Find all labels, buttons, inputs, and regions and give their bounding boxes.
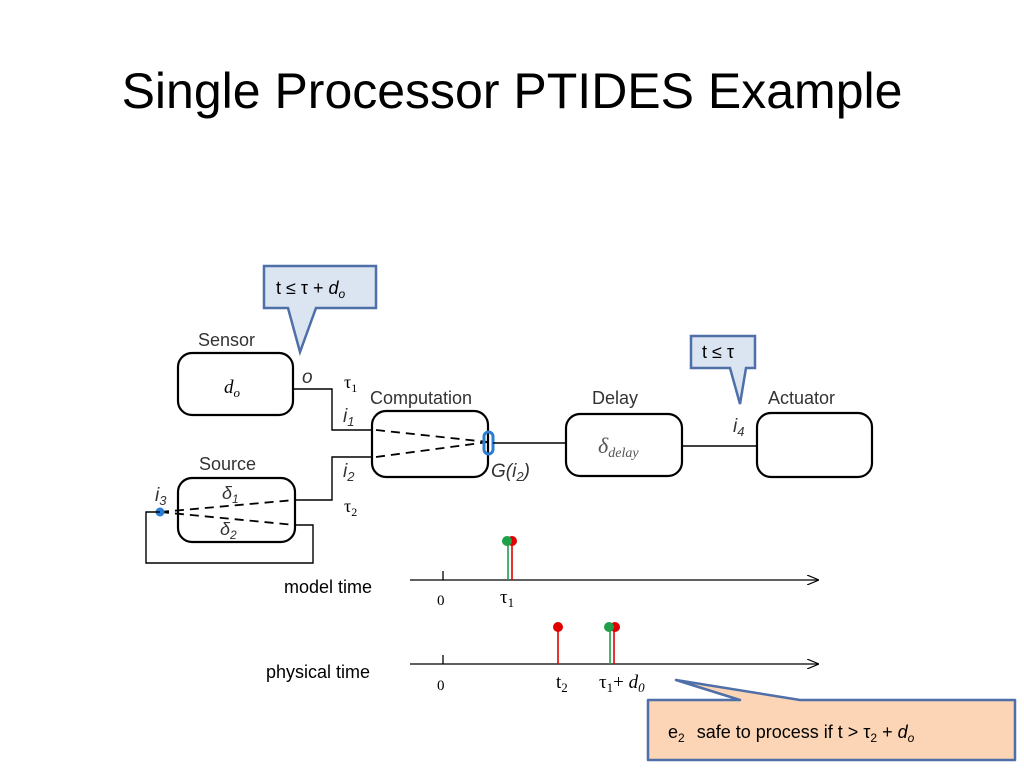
physical-time-d-sub: 0 [638, 680, 645, 695]
source-dashed-1 [159, 499, 296, 513]
svg-text:δ1: δ1 [222, 483, 239, 506]
svg-text:t ≤ τ + do: t ≤ τ + do [276, 278, 346, 301]
sensor-constraint-text: t ≤ τ + [276, 278, 329, 298]
physical-event-green-dot [604, 622, 614, 632]
model-event-green-dot [502, 536, 512, 546]
actuator-port: i [733, 416, 738, 437]
physical-time-t-sub: 2 [561, 680, 568, 695]
model-time-tau: τ [500, 587, 508, 608]
svg-text:τ1: τ1 [500, 587, 514, 610]
computation-output-fn-end: ) [522, 461, 530, 482]
computation-in2-sub: 2 [346, 469, 355, 484]
computation-in2: i [343, 461, 348, 482]
computation-output-fn: G(i [491, 461, 517, 482]
computation-tau1-sub: 1 [351, 381, 357, 395]
model-time-tau-sub: 1 [508, 595, 515, 610]
sensor-constraint-sub: o [339, 287, 346, 301]
delay-param: δ [598, 433, 609, 458]
sensor-constraint-d: d [329, 278, 340, 298]
source-delta1-sub: 1 [232, 492, 239, 506]
actuator-constraint-text: t ≤ τ [702, 342, 734, 362]
safe-d: d [898, 722, 909, 742]
delay-label: Delay [592, 388, 638, 408]
source-feedback-wire [145, 511, 314, 564]
source-port: i [155, 485, 160, 506]
safe-text: safe to process if t > τ [697, 722, 871, 742]
safe-d-sub: o [908, 731, 915, 745]
computation-tau2: τ [344, 496, 351, 516]
svg-text:τ1+ d0: τ1+ d0 [599, 672, 645, 695]
delay-param-sub: delay [608, 446, 639, 461]
computation-label: Computation [370, 388, 472, 408]
computation-in1-sub: 1 [347, 414, 354, 429]
safe-plus: + [877, 722, 898, 742]
sensor-param-sub: o [234, 385, 241, 400]
computation-output-fn-sub: 2 [515, 469, 524, 484]
sensor-port-label: o [302, 367, 313, 388]
svg-text:i3: i3 [155, 485, 167, 508]
sensor-constraint-callout: t ≤ τ + do [262, 264, 378, 357]
source-delta2-sub: 2 [229, 528, 237, 542]
safe-tau-sub: 2 [870, 731, 877, 745]
svg-text:i1: i1 [343, 406, 354, 429]
svg-text:i4: i4 [733, 416, 744, 439]
physical-time-label: physical time [266, 662, 370, 682]
safe-e-sub: 2 [678, 731, 685, 745]
svg-text:τ1: τ1 [344, 372, 357, 395]
computation-tau1: τ [344, 372, 351, 392]
actuator-constraint-callout: t ≤ τ [689, 334, 757, 405]
actuator-port-sub: 4 [737, 424, 744, 439]
slide-title: Single Processor PTIDES Example [121, 63, 903, 119]
svg-text:δdelay: δdelay [598, 433, 639, 461]
source-to-computation-wire [295, 456, 372, 501]
source-port-sub: 3 [159, 493, 167, 508]
svg-text:do: do [224, 377, 241, 400]
physical-time-tau-sub: 1 [607, 680, 614, 695]
sensor-label: Sensor [198, 330, 255, 350]
source-dashed-2 [159, 511, 296, 526]
sensor-block [176, 351, 295, 417]
source-delta2: δ [220, 519, 231, 539]
source-label: Source [199, 454, 256, 474]
sensor-param: d [224, 377, 234, 398]
computation-dashed-2 [375, 441, 489, 458]
actuator-label: Actuator [768, 388, 835, 408]
physical-event-t2-dot [553, 622, 563, 632]
svg-text:i2: i2 [343, 461, 355, 484]
physical-time-t: t [556, 672, 562, 693]
source-delta1: δ [222, 483, 233, 503]
sensor-to-computation-wire [293, 388, 372, 431]
computation-in1: i [343, 406, 348, 427]
physical-time-d: d [629, 672, 639, 693]
physical-time-zero: 0 [437, 678, 445, 694]
computation-block [370, 409, 490, 479]
actuator-block [755, 411, 874, 479]
svg-text:G(i2): G(i2) [491, 461, 530, 484]
computation-tau2-sub: 2 [351, 505, 357, 519]
svg-text:δ2: δ2 [220, 519, 237, 542]
svg-text:t2: t2 [556, 672, 568, 695]
svg-text:τ2: τ2 [344, 496, 357, 519]
model-time-zero: 0 [437, 593, 445, 609]
physical-time-tau: τ [599, 672, 607, 693]
delay-block [564, 412, 684, 478]
safe-e: e [668, 722, 678, 742]
physical-time-plus: + [613, 672, 628, 693]
model-time-label: model time [284, 577, 372, 597]
computation-dashed-1 [375, 429, 489, 443]
